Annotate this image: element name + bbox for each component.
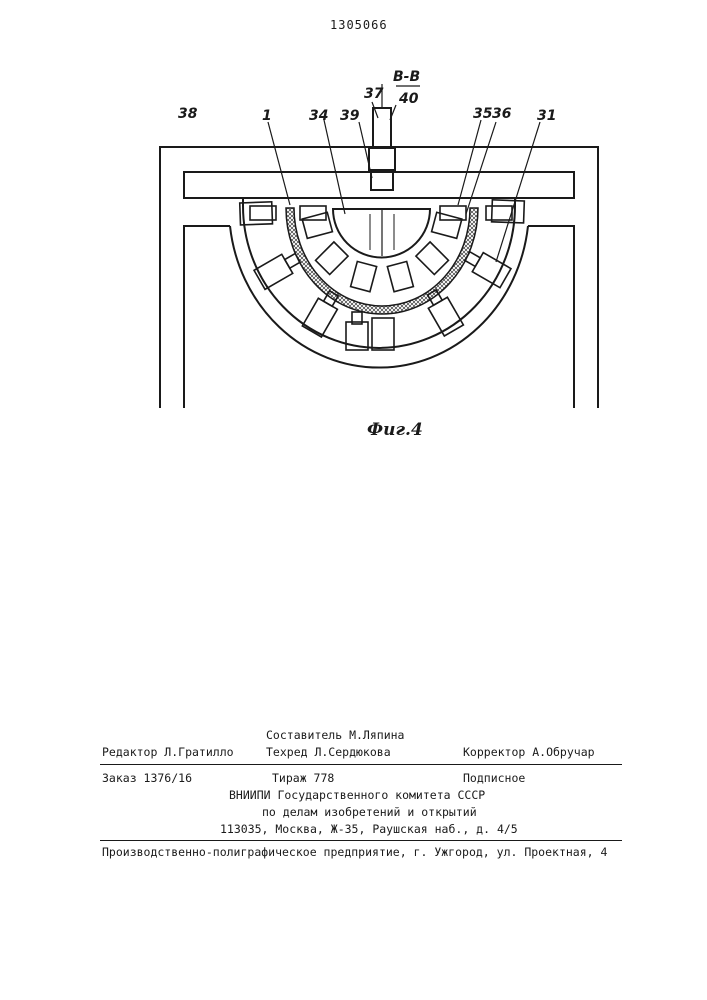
frame-outline bbox=[160, 147, 598, 408]
label-40: 40 bbox=[398, 91, 419, 107]
compiler-line: Составитель М.Ляпина bbox=[266, 728, 404, 742]
label-36: 36 bbox=[492, 106, 512, 122]
beam bbox=[184, 172, 574, 198]
divider-top bbox=[100, 764, 622, 765]
circulation-line: Тираж 778 bbox=[272, 771, 334, 785]
editor-line: Редактор Л.Гратилло bbox=[102, 745, 234, 759]
label-38: 38 bbox=[178, 106, 198, 122]
divider-bottom bbox=[100, 840, 622, 841]
section-label: В-В bbox=[393, 69, 420, 85]
label-37: 37 bbox=[364, 86, 384, 102]
frame-inner-left bbox=[184, 226, 230, 408]
org-line-1: ВНИИПИ Государственного комитета СССР bbox=[229, 788, 485, 802]
org-line-2: по делам изобретений и открытий bbox=[262, 805, 477, 819]
label-35: 35 bbox=[473, 106, 493, 122]
figure-caption: Фиг.4 bbox=[367, 420, 423, 440]
order-line: Заказ 1376/16 bbox=[102, 771, 192, 785]
frame-inner-right bbox=[528, 226, 574, 408]
techred-line: Техред Л.Сердюкова bbox=[266, 745, 391, 759]
label-34: 34 bbox=[309, 108, 328, 124]
spindle bbox=[373, 108, 391, 148]
label-1: 1 bbox=[262, 108, 272, 124]
corrector-line: Корректор А.Обручар bbox=[463, 745, 595, 759]
printer-line: Производственно-полиграфическое предприя… bbox=[102, 845, 607, 859]
technical-drawing: 38 1 34 39 37 В-В 40 35 36 31 bbox=[0, 0, 707, 420]
label-31: 31 bbox=[537, 108, 556, 124]
address-line: 113035, Москва, Ж-35, Раушская наб., д. … bbox=[220, 822, 518, 836]
subscription-line: Подписное bbox=[463, 771, 525, 785]
label-39: 39 bbox=[340, 108, 360, 124]
